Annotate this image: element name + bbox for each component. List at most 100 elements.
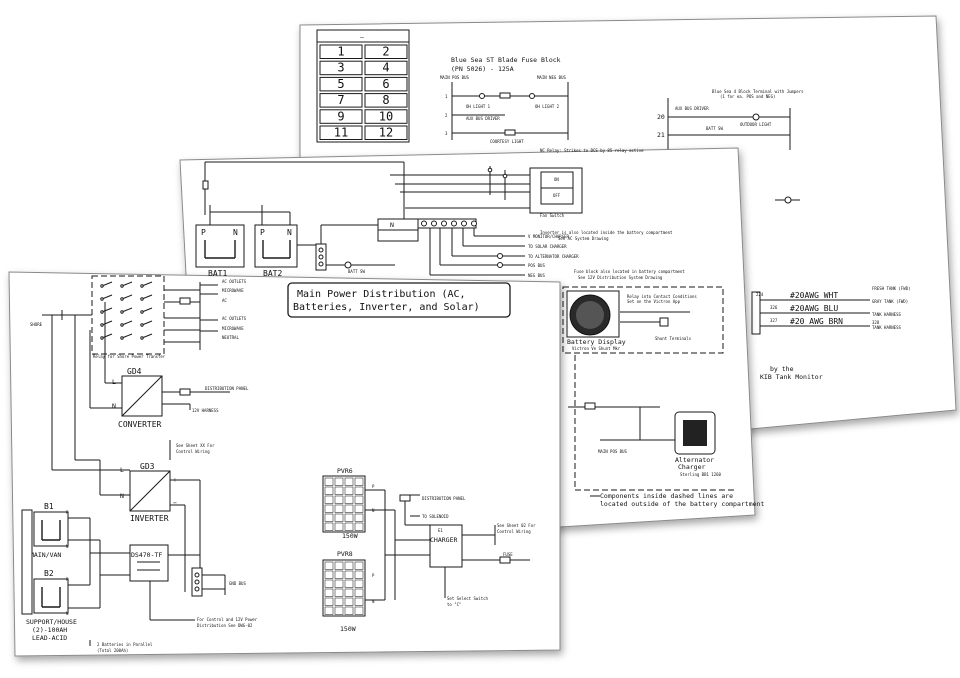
svg-text:N: N bbox=[233, 228, 238, 237]
svg-text:1: 1 bbox=[445, 94, 448, 99]
fuse-cell bbox=[364, 125, 408, 140]
inverter-label: INVERTER bbox=[130, 514, 169, 523]
svg-text:Shunt Terminals: Shunt Terminals bbox=[655, 336, 692, 341]
svg-text:to "C": to "C" bbox=[447, 602, 461, 607]
solar-cell bbox=[334, 597, 344, 606]
solar-cell bbox=[344, 570, 354, 579]
charger-label: CHARGER bbox=[430, 536, 457, 544]
svg-text:224: 224 bbox=[756, 292, 764, 297]
solar-cell bbox=[354, 588, 364, 597]
diagram-title-line-1: Main Power Distribution (AC, bbox=[297, 289, 466, 300]
solar-cell bbox=[324, 570, 334, 579]
diagram-title-line-2: Batteries, Inverter, and Solar) bbox=[293, 302, 480, 313]
solar-cell bbox=[324, 579, 334, 588]
svg-text:GRAY TANK (FWD): GRAY TANK (FWD) bbox=[872, 299, 908, 304]
fuse-cell-number: 5 bbox=[337, 77, 344, 91]
svg-text:MAIN POS BUS: MAIN POS BUS bbox=[598, 449, 627, 454]
bus-terminal-strip bbox=[417, 218, 477, 229]
svg-text:N: N bbox=[287, 228, 292, 237]
fuse-cell bbox=[364, 93, 408, 108]
relay-contact bbox=[141, 320, 153, 326]
wire-label-wht: #20AWG WHT bbox=[790, 291, 838, 300]
svg-text:Set on the Victron App: Set on the Victron App bbox=[627, 299, 681, 304]
solar-cell bbox=[354, 561, 364, 570]
solar-cell bbox=[354, 495, 364, 504]
wire-label-brn: #20 AWG BRN bbox=[790, 317, 843, 326]
svg-text:20: 20 bbox=[657, 113, 665, 121]
fuse-block-circuit: MAIN POS BUS MAIN NEG BUS 1 2 3 OH LIGHT… bbox=[440, 75, 569, 144]
battery-display-label: Battery Display bbox=[567, 338, 626, 346]
svg-text:DISTRIBUTION PANEL: DISTRIBUTION PANEL bbox=[422, 496, 466, 501]
see-sheet-02-note: See Sheet 02 For bbox=[497, 523, 536, 528]
set-select-note: Set Select Switch bbox=[447, 596, 489, 601]
svg-text:MICROWAVE: MICROWAVE bbox=[222, 326, 244, 331]
svg-text:LEAD-ACID: LEAD-ACID bbox=[32, 634, 67, 642]
relay-node bbox=[140, 297, 144, 301]
svg-text:N: N bbox=[390, 221, 394, 229]
solar-cell bbox=[334, 579, 344, 588]
solar-cell bbox=[324, 561, 334, 570]
svg-text:SHORE: SHORE bbox=[30, 322, 43, 327]
relay-node bbox=[100, 310, 104, 314]
batteries-parallel-note: 2 Batteries in Parallel bbox=[97, 642, 153, 647]
svg-text:NEG BUS: NEG BUS bbox=[528, 273, 545, 278]
svg-text:Fan Switch: Fan Switch bbox=[540, 213, 565, 218]
dashed-lines-note: Components inside dashed lines are bbox=[600, 492, 733, 500]
solar-cell bbox=[354, 579, 364, 588]
relay-node bbox=[100, 336, 104, 340]
svg-text:GND BUS: GND BUS bbox=[229, 581, 246, 586]
svg-text:NEUTRAL: NEUTRAL bbox=[222, 335, 239, 340]
solar-cell bbox=[334, 588, 344, 597]
battery-b2: B2 P N SUPPORT/HOUSE (2)-100AH LEAD-ACID bbox=[26, 569, 77, 642]
svg-text:(Total 200Ah): (Total 200Ah) bbox=[97, 648, 128, 653]
battery-b1: B1 P N MAIN/VAN bbox=[30, 502, 69, 559]
svg-text:21: 21 bbox=[657, 131, 665, 139]
relay-contact bbox=[121, 307, 133, 313]
solar-cell bbox=[344, 597, 354, 606]
ds470-module: DS470-TF bbox=[129, 544, 169, 582]
terminal-dot bbox=[421, 220, 427, 227]
solar-cell bbox=[334, 486, 344, 495]
solar-cell bbox=[344, 513, 354, 522]
fuse-note: Fuse block also located in battery compa… bbox=[574, 269, 685, 274]
svg-text:See 12V Distribution System Dr: See 12V Distribution System Drawing bbox=[578, 275, 663, 280]
ds470-label: DS470-TF bbox=[131, 551, 162, 559]
relay-node bbox=[120, 323, 124, 327]
fuse-cell-number: 3 bbox=[337, 61, 344, 75]
svg-text:L: L bbox=[112, 378, 116, 386]
relay-node bbox=[120, 310, 124, 314]
svg-text:N: N bbox=[372, 508, 375, 513]
relay-node bbox=[120, 297, 124, 301]
solar-cell bbox=[324, 504, 334, 513]
svg-text:Sterling BB1 1260: Sterling BB1 1260 bbox=[680, 472, 722, 477]
solar-panel-pvr8: PVR8 150W bbox=[322, 550, 366, 633]
solar-panel-pvr6: PVR6 150W bbox=[322, 467, 366, 540]
fuse-grid-header: — bbox=[360, 33, 364, 41]
fuse-cell-number: 1 bbox=[337, 45, 344, 59]
fuse-cell bbox=[319, 44, 363, 59]
fuse-cell bbox=[319, 125, 363, 140]
svg-text:OH LIGHT 2: OH LIGHT 2 bbox=[535, 104, 560, 109]
solar-cell bbox=[354, 486, 364, 495]
svg-text:P: P bbox=[201, 228, 206, 237]
fuse-cell bbox=[364, 60, 408, 76]
bat2-group: P N BAT2 bbox=[254, 224, 298, 278]
alternator-charger-label: Alternator bbox=[675, 456, 714, 464]
svg-text:POS BUS: POS BUS bbox=[528, 263, 545, 268]
svg-text:TANK HARNESS: TANK HARNESS bbox=[872, 325, 901, 330]
solar-cell bbox=[344, 486, 354, 495]
bat1-group: P N BAT1 bbox=[195, 224, 245, 278]
support-house-label: SUPPORT/HOUSE bbox=[26, 618, 77, 626]
shore-relay: Relay for Shore Power Transfer bbox=[91, 275, 166, 359]
svg-text:N: N bbox=[112, 402, 116, 410]
relay-contact bbox=[121, 281, 133, 287]
svg-text:Relay for Shore Power Transfer: Relay for Shore Power Transfer bbox=[93, 354, 166, 359]
converter-gd4: GD4 L N CONVERTER bbox=[112, 367, 163, 429]
fuse-cell-number: 4 bbox=[382, 61, 389, 75]
svg-text:OUTDOOR LIGHT: OUTDOOR LIGHT bbox=[740, 122, 772, 127]
svg-text:DISTRIBUTION PANEL: DISTRIBUTION PANEL bbox=[205, 386, 249, 391]
terminal-dot bbox=[451, 220, 457, 227]
svg-text:N: N bbox=[120, 492, 124, 500]
relay-node bbox=[140, 284, 144, 288]
fuse-cell-number: 8 bbox=[382, 93, 389, 107]
